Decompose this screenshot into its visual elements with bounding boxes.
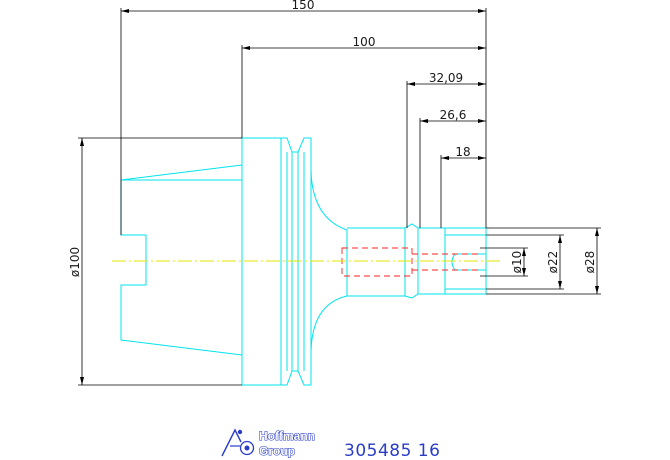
- dim-label-18: 18: [455, 145, 470, 159]
- taper-top-edge: [120, 164, 243, 181]
- dim-label-dia22: ø22: [546, 251, 560, 274]
- logo-mark-icon: [221, 428, 255, 457]
- hoffmann-logo: Hoffmann Group: [221, 428, 316, 459]
- logo-text-line1: Hoffmann: [259, 429, 315, 443]
- dim-label-100: 100: [353, 35, 376, 49]
- flange: [241, 137, 282, 386]
- dim-label-dia10: ø10: [510, 251, 524, 274]
- taper-outline: [120, 179, 243, 356]
- dim-label-32-09: 32,09: [429, 71, 463, 85]
- logo-text-line2: Group: [259, 444, 295, 458]
- dim-label-150: 150: [292, 0, 315, 12]
- arrowheads: [121, 9, 486, 160]
- dimension-lines: [78, 8, 601, 386]
- hidden-bore: [341, 247, 480, 277]
- hidden-bore-outline: [341, 247, 413, 277]
- neck-fillet-top: [310, 169, 348, 231]
- dim-label-dia100: ø100: [68, 247, 82, 277]
- dim-label-26-6: 26,6: [440, 108, 467, 122]
- dim-label-dia28: ø28: [583, 251, 597, 274]
- neck-fillet-bottom: [310, 295, 348, 353]
- part-number: 305485 16: [344, 441, 440, 460]
- collet-slot-end: [451, 253, 456, 271]
